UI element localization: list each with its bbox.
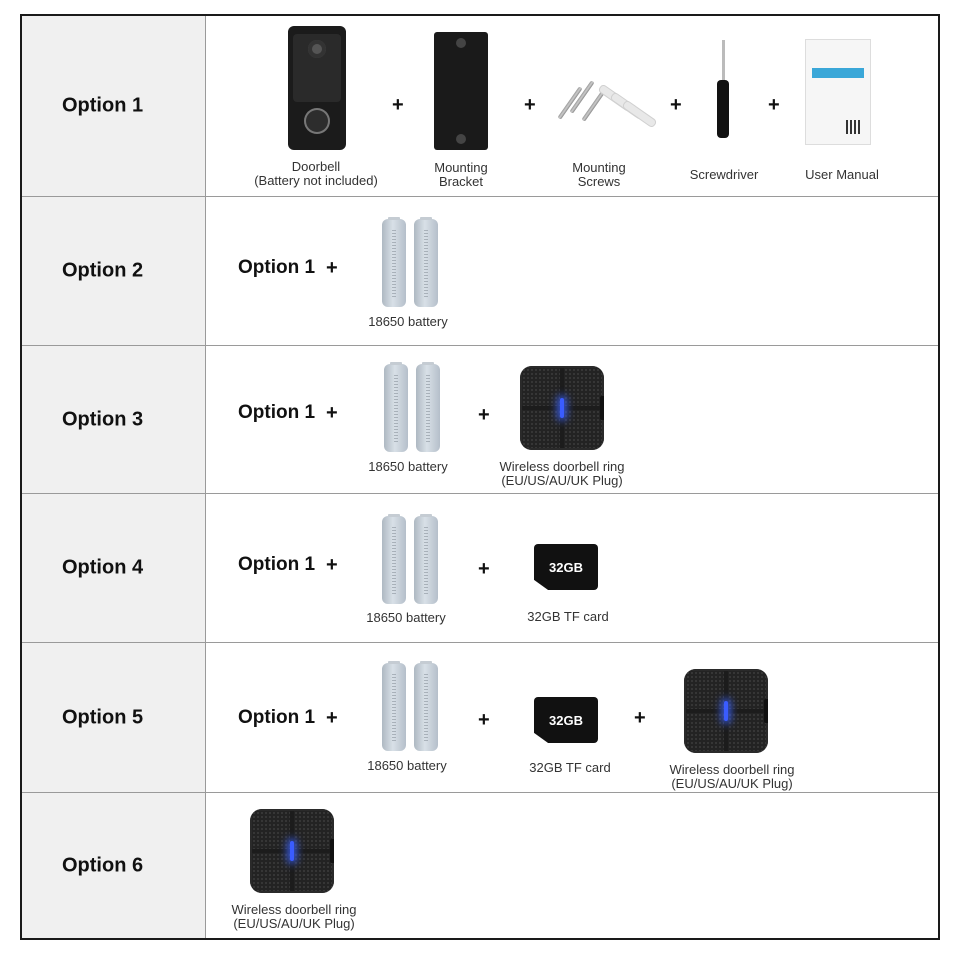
item-caption: 18650 battery (368, 314, 448, 329)
plus-sign: + (478, 404, 490, 426)
plus-sign: + (326, 554, 338, 576)
option-label: Option 2 (62, 259, 144, 282)
item-caption: 32GB TF card (529, 760, 611, 775)
item-caption: Mounting Screws (572, 160, 626, 189)
plus-sign: + (326, 707, 338, 729)
battery-icon (382, 514, 406, 604)
battery-icon (414, 661, 438, 751)
battery-icon (414, 217, 438, 307)
plus-sign: + (326, 402, 338, 424)
plus-sign: + (670, 94, 682, 116)
battery-icon (414, 514, 438, 604)
sd-card-icon: 32GB (534, 544, 598, 590)
screws-icon (550, 74, 657, 134)
plus-sign: + (478, 558, 490, 580)
doorbell-icon (288, 26, 346, 150)
option-label-cell: Option 4 (22, 494, 206, 642)
option-label: Option 1 (62, 94, 144, 117)
option-row-5: Option 5 Option 1 + 18650 battery + 32GB… (22, 643, 938, 793)
item-caption: Wireless doorbell ring (EU/US/AU/UK Plug… (669, 762, 795, 791)
plus-sign: + (392, 94, 404, 116)
user-manual-icon (806, 40, 870, 144)
option-label-cell: Option 3 (22, 346, 206, 493)
option-reference: Option 1 (238, 554, 316, 575)
option-label: Option 4 (62, 556, 144, 579)
option-label: Option 3 (62, 408, 144, 430)
sd-card-icon: 32GB (534, 697, 598, 743)
item-caption: Wireless doorbell ring (EU/US/AU/UK Plug… (499, 459, 625, 488)
screwdriver-icon (715, 40, 731, 140)
item-caption: 18650 battery (368, 459, 448, 474)
option-reference: Option 1 (238, 257, 316, 278)
item-caption: Mounting Bracket (434, 160, 488, 189)
option-label: Option 6 (62, 854, 144, 876)
mounting-bracket-icon (434, 32, 488, 150)
battery-icon (416, 362, 440, 452)
plus-sign: + (634, 707, 646, 729)
options-table: Option 1 Doorbell (Battery not included)… (20, 14, 940, 940)
battery-icon (384, 362, 408, 452)
item-caption: 18650 battery (367, 758, 447, 773)
item-caption: Screwdriver (689, 167, 759, 182)
option-label-cell: Option 6 (22, 793, 206, 938)
wireless-chime-icon (520, 366, 604, 450)
option-row-1: Option 1 Doorbell (Battery not included)… (22, 16, 938, 197)
option-label-cell: Option 2 (22, 197, 206, 345)
option-reference: Option 1 (238, 707, 316, 728)
option-reference: Option 1 (238, 402, 316, 423)
item-caption: 32GB TF card (527, 609, 609, 624)
option-row-2: Option 2 Option 1 + 18650 battery (22, 197, 938, 346)
battery-icon (382, 661, 406, 751)
option-label-cell: Option 5 (22, 643, 206, 792)
plus-sign: + (326, 257, 338, 279)
option-label-cell: Option 1 (22, 16, 206, 196)
plus-sign: + (478, 709, 490, 731)
item-caption: Wireless doorbell ring (EU/US/AU/UK Plug… (231, 902, 357, 931)
wireless-chime-icon (250, 809, 334, 893)
option-label: Option 5 (62, 706, 144, 728)
plus-sign: + (524, 94, 536, 116)
item-caption: 18650 battery (366, 610, 446, 625)
item-caption: Doorbell (Battery not included) (254, 159, 378, 188)
wireless-chime-icon (684, 669, 768, 753)
option-row-4: Option 4 Option 1 + 18650 battery + 32GB… (22, 494, 938, 643)
battery-icon (382, 217, 406, 307)
plus-sign: + (768, 94, 780, 116)
item-caption: User Manual (805, 167, 879, 182)
option-row-6: Option 6 Wireless doorbell ring (EU/US/A… (22, 793, 938, 938)
option-row-3: Option 3 Option 1 + 18650 battery + Wire… (22, 346, 938, 494)
